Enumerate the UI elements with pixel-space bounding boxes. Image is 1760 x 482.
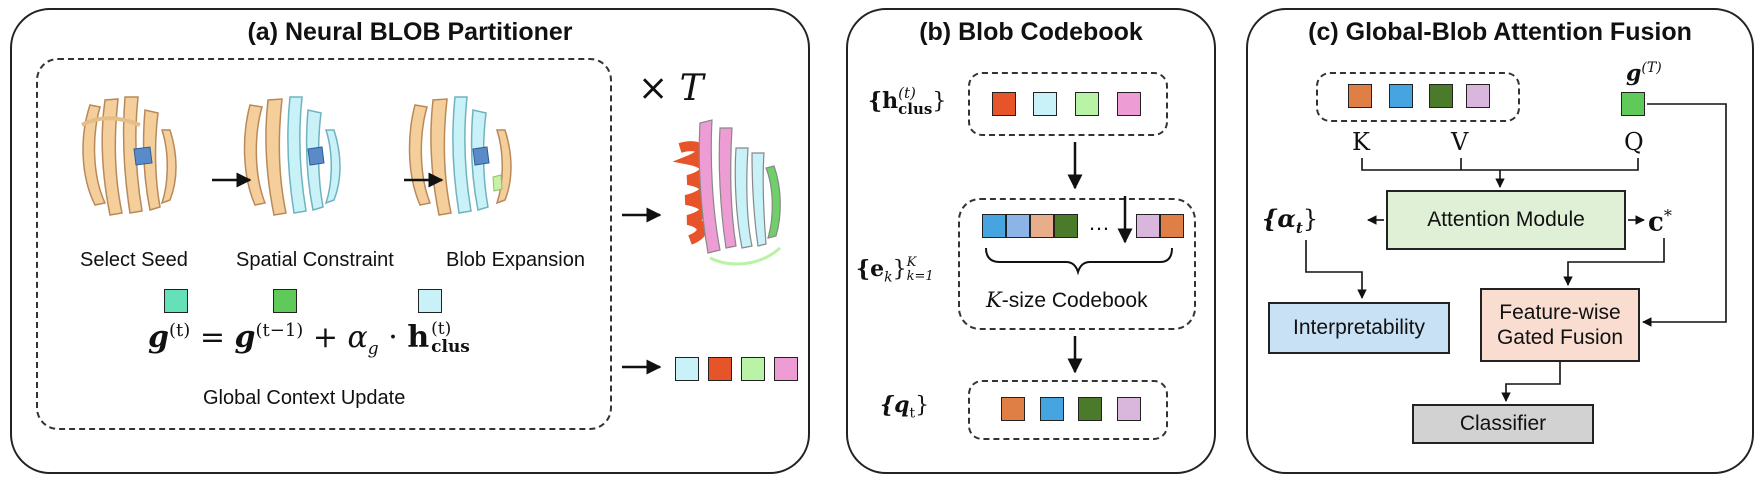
q-label: {qt} [880,392,930,422]
v-label: V [1451,128,1469,156]
kv-square-1 [1348,84,1372,108]
repeat-times-t: × T [638,68,704,109]
kvq-merge-line [1361,158,1639,171]
arrow-cstar-to-fusion [1563,238,1665,286]
k-label: K [1352,128,1370,156]
arrow-fusion-to-classifier [1501,362,1561,402]
step-blob-expansion: Blob Expansion [446,249,585,271]
output-square-1 [675,357,699,381]
g-t-label: g(T) [1626,60,1662,87]
global-context-equation: g(t) += g(t−1) + αg · h(t)clus [148,319,470,359]
attention-module-box: Attention Module [1386,190,1626,250]
output-square-2 [708,357,732,381]
q-input-label: Q [1624,128,1644,156]
codebook-ellipsis: … [1088,210,1110,235]
h-square-2 [1033,92,1057,116]
codebook-size-label: K-size Codebook [986,288,1148,312]
arrow-g-to-fusion [1642,103,1727,327]
kv-square-4 [1466,84,1490,108]
update-square-1 [164,289,188,313]
h-clus-box [968,72,1168,136]
panel-c [1246,8,1754,474]
q-square-2 [1040,397,1064,421]
step-select-seed: Select Seed [80,249,188,271]
q-square-4 [1117,397,1141,421]
kv-square-3 [1429,84,1453,108]
panel-c-title: (c) Global-Blob Attention Fusion [1308,18,1692,46]
codebook-square-5 [1136,214,1160,238]
partitioner-loop-box [36,58,612,430]
update-square-3 [418,289,442,313]
codebook-box [958,198,1196,330]
h-clus-label: {h(t)clus} [868,84,947,118]
step-spatial-constraint: Spatial Constraint [236,249,394,271]
panel-b [846,8,1216,474]
global-context-update-label: Global Context Update [203,387,406,409]
output-square-4 [774,357,798,381]
kv-square-2 [1389,84,1413,108]
interpretability-box: Interpretability [1268,302,1450,354]
codebook-square-1 [982,214,1006,238]
codebook-square-2 [1006,214,1030,238]
g-t-square [1621,92,1645,116]
gated-fusion-box: Feature-wise Gated Fusion [1480,288,1640,362]
codebook-square-4 [1054,214,1078,238]
protein-final-image [672,119,782,266]
q-square-3 [1078,397,1102,421]
arrow-alpha-to-interpretability [1305,240,1367,299]
panel-b-title: (b) Blob Codebook [919,18,1143,46]
classifier-box: Classifier [1412,404,1594,444]
h-square-4 [1117,92,1141,116]
q-box [968,380,1168,440]
h-square-1 [992,92,1016,116]
kv-box [1316,72,1520,122]
output-square-3 [741,357,765,381]
q-square-1 [1001,397,1025,421]
h-square-3 [1075,92,1099,116]
codebook-brace [985,247,1173,276]
panel-a [10,8,810,474]
c-star-label: c* [1648,206,1672,238]
panel-a-title: (a) Neural BLOB Partitioner [247,18,573,46]
alpha-label: {αt} [1262,204,1319,237]
codebook-square-6 [1160,214,1184,238]
protein-seed-image [81,96,177,216]
codebook-square-3 [1030,214,1054,238]
update-square-2 [273,289,297,313]
